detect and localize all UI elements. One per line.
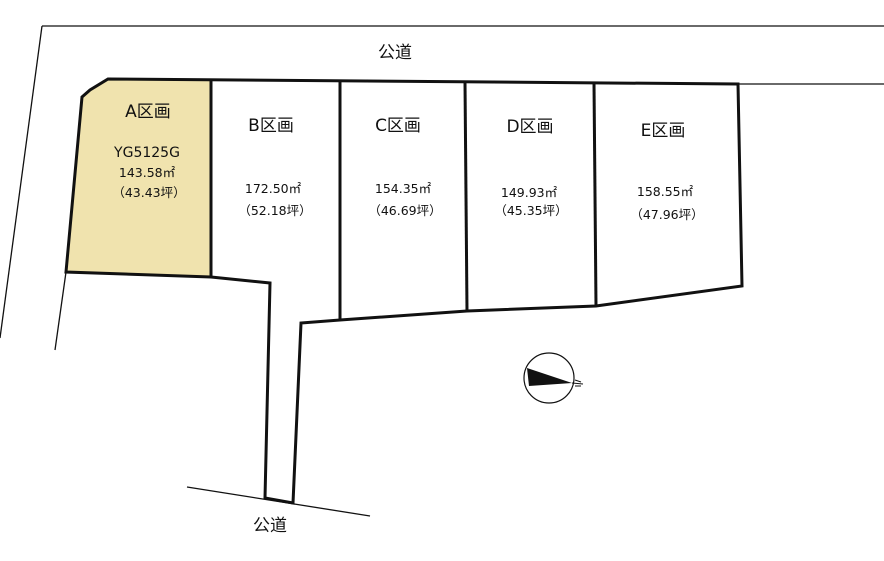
north-arrow-icon <box>523 352 584 404</box>
left-road-edge-upper <box>0 25 43 339</box>
lot-name: D区画 <box>506 117 554 137</box>
lot-a-area[interactable] <box>66 79 211 277</box>
lot-name: E区画 <box>640 121 686 141</box>
boundary-c-d <box>463 81 469 312</box>
lot-tsubo: （45.35坪） <box>494 203 568 218</box>
lot-code: YG5125G <box>114 145 180 161</box>
road-label-top: 公道 <box>378 43 412 63</box>
lot-tsubo: （52.18坪） <box>238 203 312 218</box>
lot-name: B区画 <box>248 116 294 136</box>
lot-area: 158.55㎡ <box>636 184 694 199</box>
road-label-bottom: 公道 <box>253 516 287 536</box>
lot-area: 172.50㎡ <box>244 181 302 196</box>
lot-area: 149.93㎡ <box>500 185 558 200</box>
lot-area: 143.58㎡ <box>118 165 176 180</box>
lot-area: 154.35㎡ <box>374 181 432 196</box>
lot-tsubo: （43.43坪） <box>112 185 186 200</box>
left-road-edge-lower <box>54 271 67 351</box>
lot-tsubo: （46.69坪） <box>368 203 442 218</box>
lot-tsubo: （47.96坪） <box>630 207 704 222</box>
lot-name: A区画 <box>125 102 171 122</box>
boundary-d-e <box>592 82 598 307</box>
lot-boundaries <box>64 77 744 505</box>
outer-boundary <box>64 77 744 505</box>
lot-name: C区画 <box>375 116 421 136</box>
